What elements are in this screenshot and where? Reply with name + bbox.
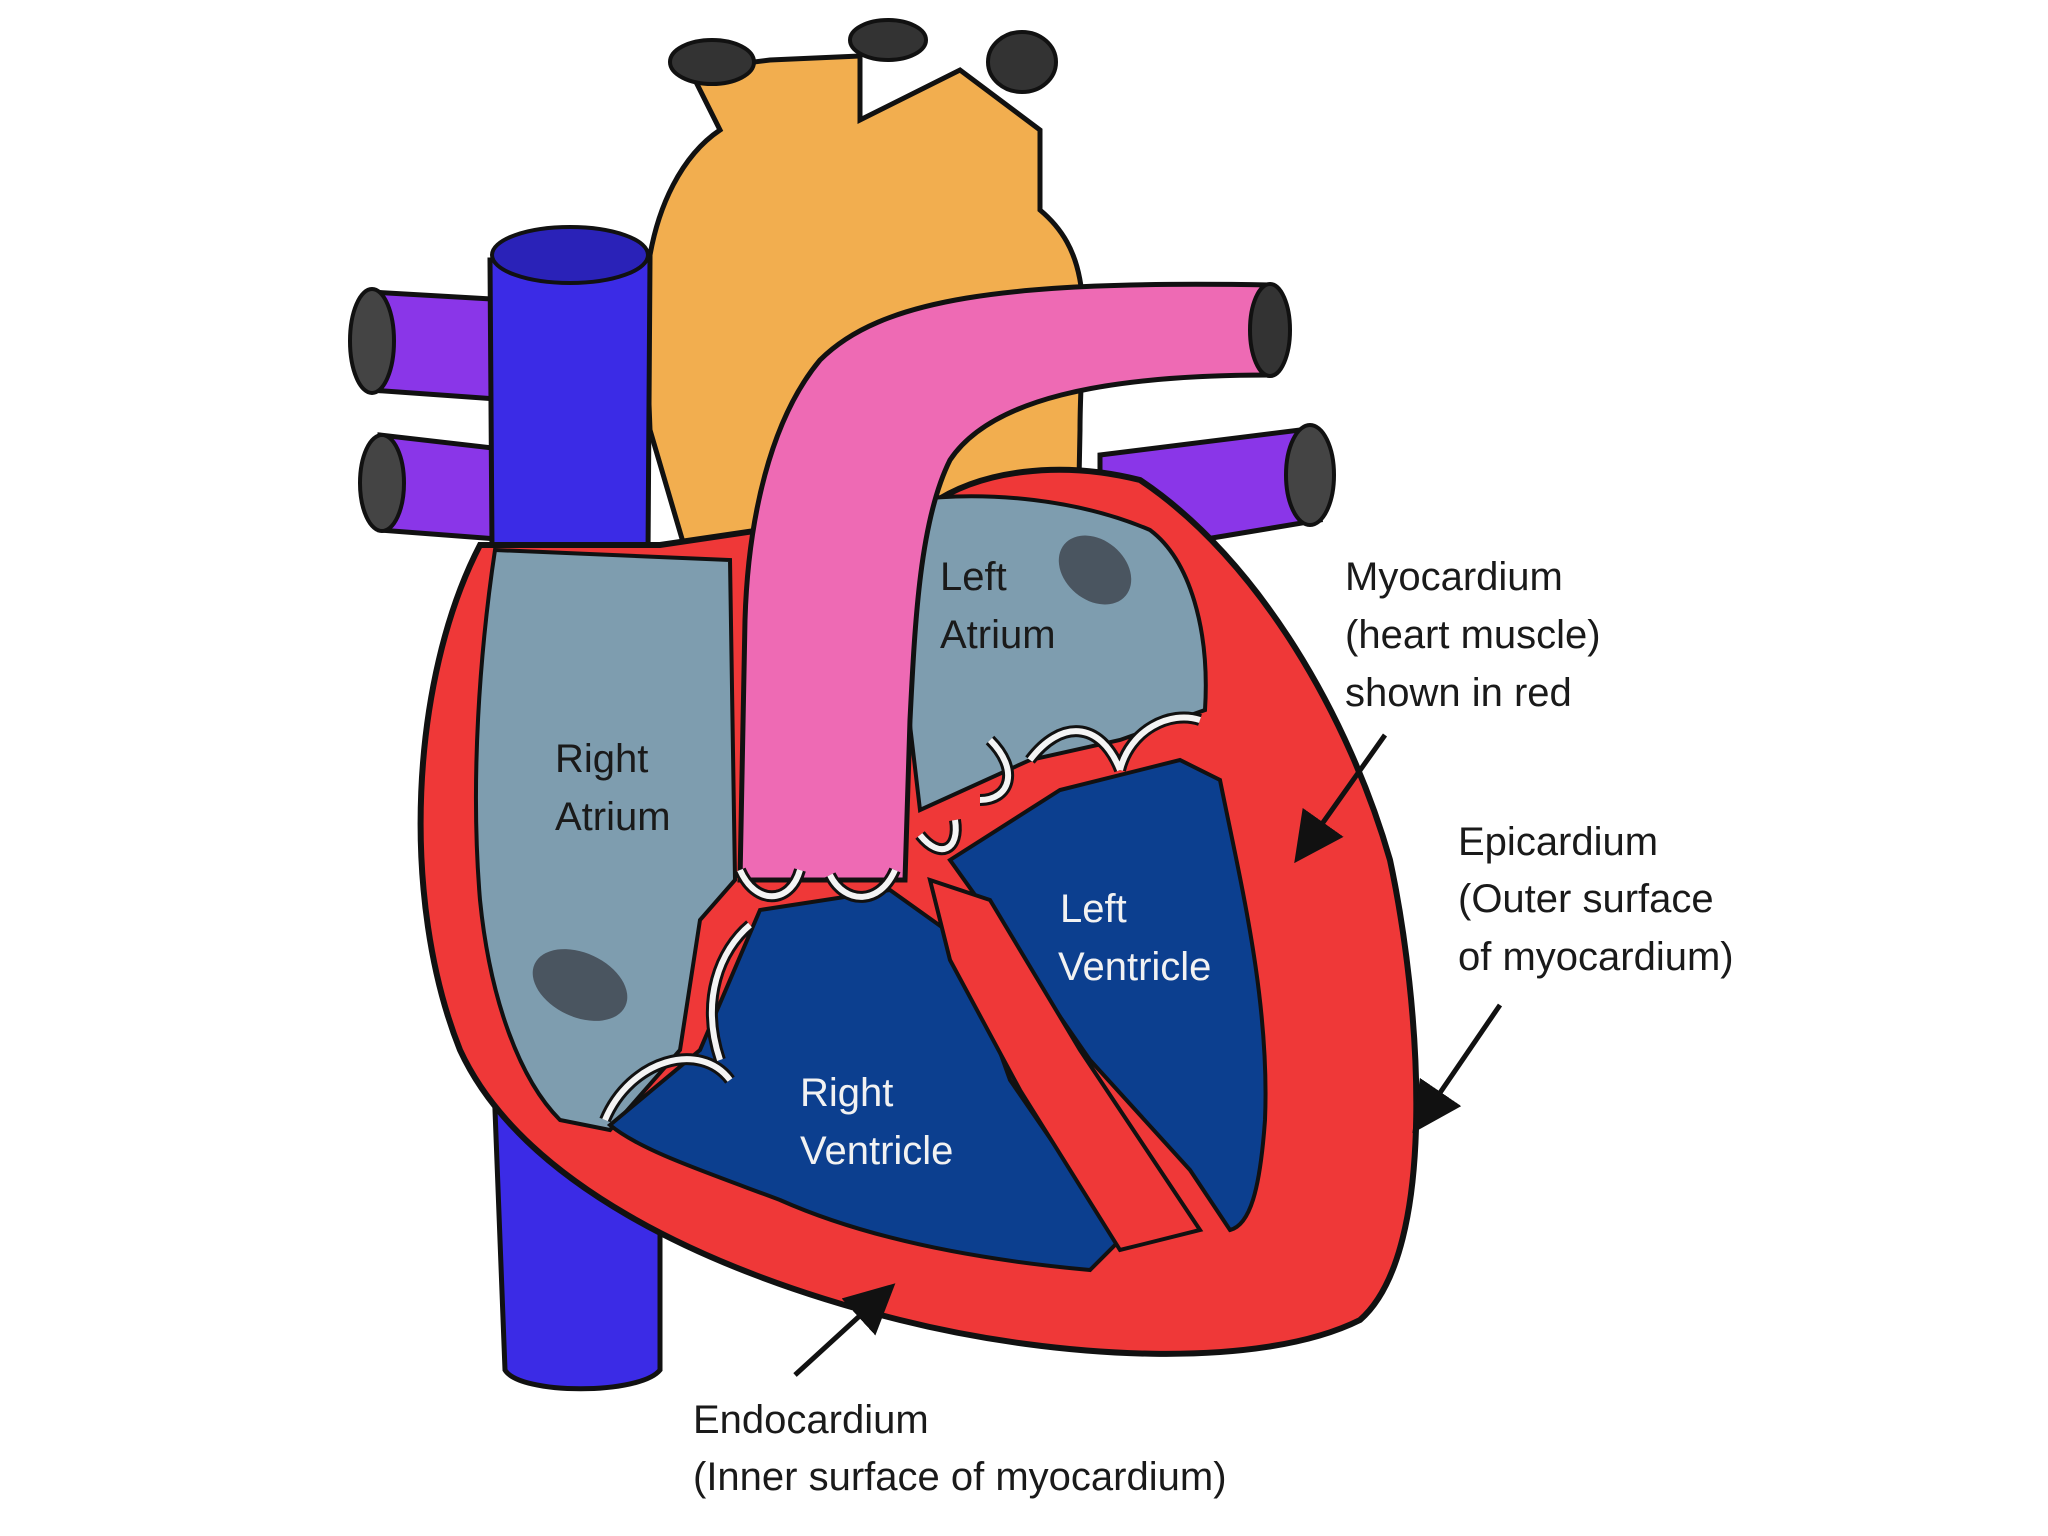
annotation-myocardium-line2: (heart muscle) [1345,613,1601,657]
right-ventricle-chamber [606,887,1123,1273]
label-right-ventricle-line1: Right [800,1071,893,1115]
label-right-atrium-line2: Atrium [555,795,671,839]
label-right-ventricle-line2: Ventricle [800,1129,953,1173]
annotation-myocardium-line1: Myocardium [1345,555,1563,599]
annotation-epicardium: Epicardium (Outer surface of myocardium) [1458,820,1734,979]
annotation-endocardium-line2: (Inner surface of myocardium) [693,1455,1227,1499]
label-left-atrium-line2: Atrium [940,613,1056,657]
arrow-myocardium [1294,733,1388,864]
aorta-branch-opening-middle [848,18,928,62]
label-left-ventricle-line2: Ventricle [1058,945,1211,989]
annotation-endocardium-line1: Endocardium [693,1398,929,1442]
annotation-epicardium-line3: of myocardium) [1458,935,1734,979]
annotation-myocardium-line3: shown in red [1345,671,1572,715]
label-left-atrium: Left Atrium [940,555,1056,657]
tricuspid-valve-fill [602,922,752,1122]
superior-vena-cava [487,255,653,558]
pulmonary-vein-inlet [1058,535,1132,605]
label-left-ventricle-line1: Left [1060,887,1127,931]
pulmonary-vein-right-opening [1284,423,1336,527]
mitral-valve-fill [979,714,1201,803]
arrow-epicardium [1412,1003,1503,1134]
heart-valves-fill [602,714,1201,1122]
aorta-branch-opening-right [986,30,1058,94]
superior-vena-cava-opening [490,225,650,285]
label-right-atrium: Right Atrium [555,737,671,839]
coronary-sinus-opening [532,949,628,1021]
annotation-myocardium: Myocardium (heart muscle) shown in red [1345,555,1612,715]
pulmonary-vein-lower-left-opening [358,433,406,533]
pulmonary-vein-upper-left-opening [348,287,396,395]
label-left-ventricle: Left Ventricle [1058,887,1211,989]
label-right-ventricle: Right Ventricle [800,1071,953,1173]
left-ventricle-chamber [947,757,1268,1233]
pulmonary-artery-opening [1248,282,1292,378]
annotation-endocardium: Endocardium (Inner surface of myocardium… [693,1398,1227,1499]
interventricular-septum [927,876,1204,1253]
aortic-valve-fill [917,819,959,853]
arrow-endocardium [793,1283,896,1377]
label-left-atrium-line1: Left [940,555,1007,599]
pulmonary-valve-fill [737,868,898,900]
aorta-branch-opening-left [668,38,756,86]
annotation-epicardium-line2: (Outer surface [1458,877,1714,921]
annotation-epicardium-line1: Epicardium [1458,820,1658,864]
label-right-atrium-line1: Right [555,737,648,781]
